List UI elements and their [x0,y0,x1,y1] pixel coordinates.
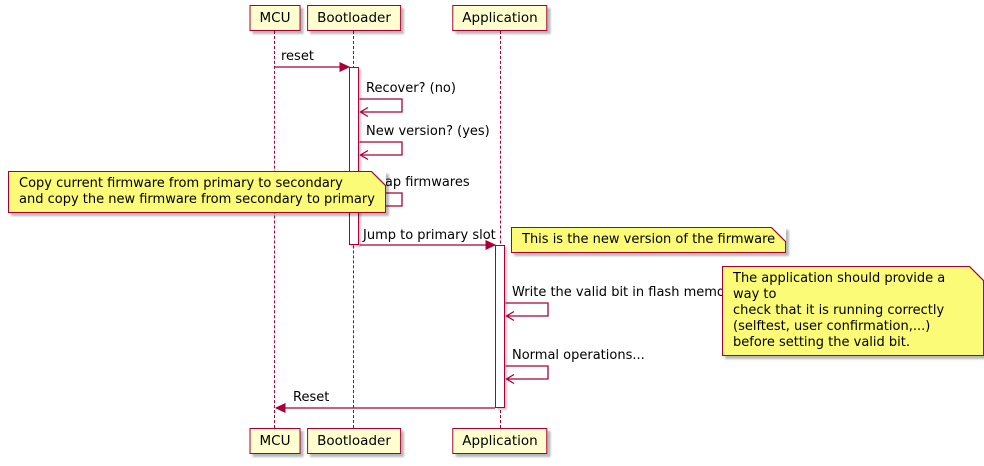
message-label-recover: Recover? (no) [366,81,456,96]
message-arrow-normal-operations-self [505,365,549,385]
message-label-new-version: New version? (yes) [366,124,490,139]
participant-label: Bootloader [317,433,391,449]
lifeline-mcu [274,31,275,428]
message-label-reset: reset [281,49,314,64]
message-arrow-write-valid-bit-self [505,302,549,322]
message-label-reset-back: Reset [293,390,330,405]
participant-mcu-bottom: MCU [249,428,301,454]
note-new-version: This is the new version of the firmware [511,227,787,253]
note-text: This is the new version of the firmware [522,232,776,247]
lifeline-application [500,31,501,428]
note-fold-icon [771,227,787,242]
participant-label: Application [462,10,538,26]
message-label-jump-primary-slot: Jump to primary slot [363,228,496,243]
participant-label: MCU [259,433,291,449]
note-text: The application should provide a way to … [733,271,946,350]
activation-bar-bootloader [349,67,359,245]
participant-label: Bootloader [317,10,391,26]
message-label-write-valid-bit: Write the valid bit in flash memory [512,285,738,300]
note-selftest: The application should provide a way to … [722,266,984,356]
note-copy-firmware: Copy current firmware from primary to se… [8,171,386,213]
participant-label: MCU [259,10,291,26]
message-label-normal-operations: Normal operations... [512,348,645,363]
note-fold-icon [370,171,386,186]
message-label-swap-firmwares: Swap firmwares [366,175,470,190]
message-arrow-new-version-self [359,141,403,161]
participant-label: Application [462,433,538,449]
participant-bootloader-top: Bootloader [307,5,401,31]
message-arrow-recover-self [359,98,403,118]
participant-application-top: Application [452,5,548,31]
participant-mcu-top: MCU [249,5,301,31]
participant-bootloader-bottom: Bootloader [307,428,401,454]
note-fold-icon [969,266,984,281]
activation-bar-application [495,245,505,408]
participant-application-bottom: Application [452,428,548,454]
note-text: Copy current firmware from primary to se… [19,176,375,207]
